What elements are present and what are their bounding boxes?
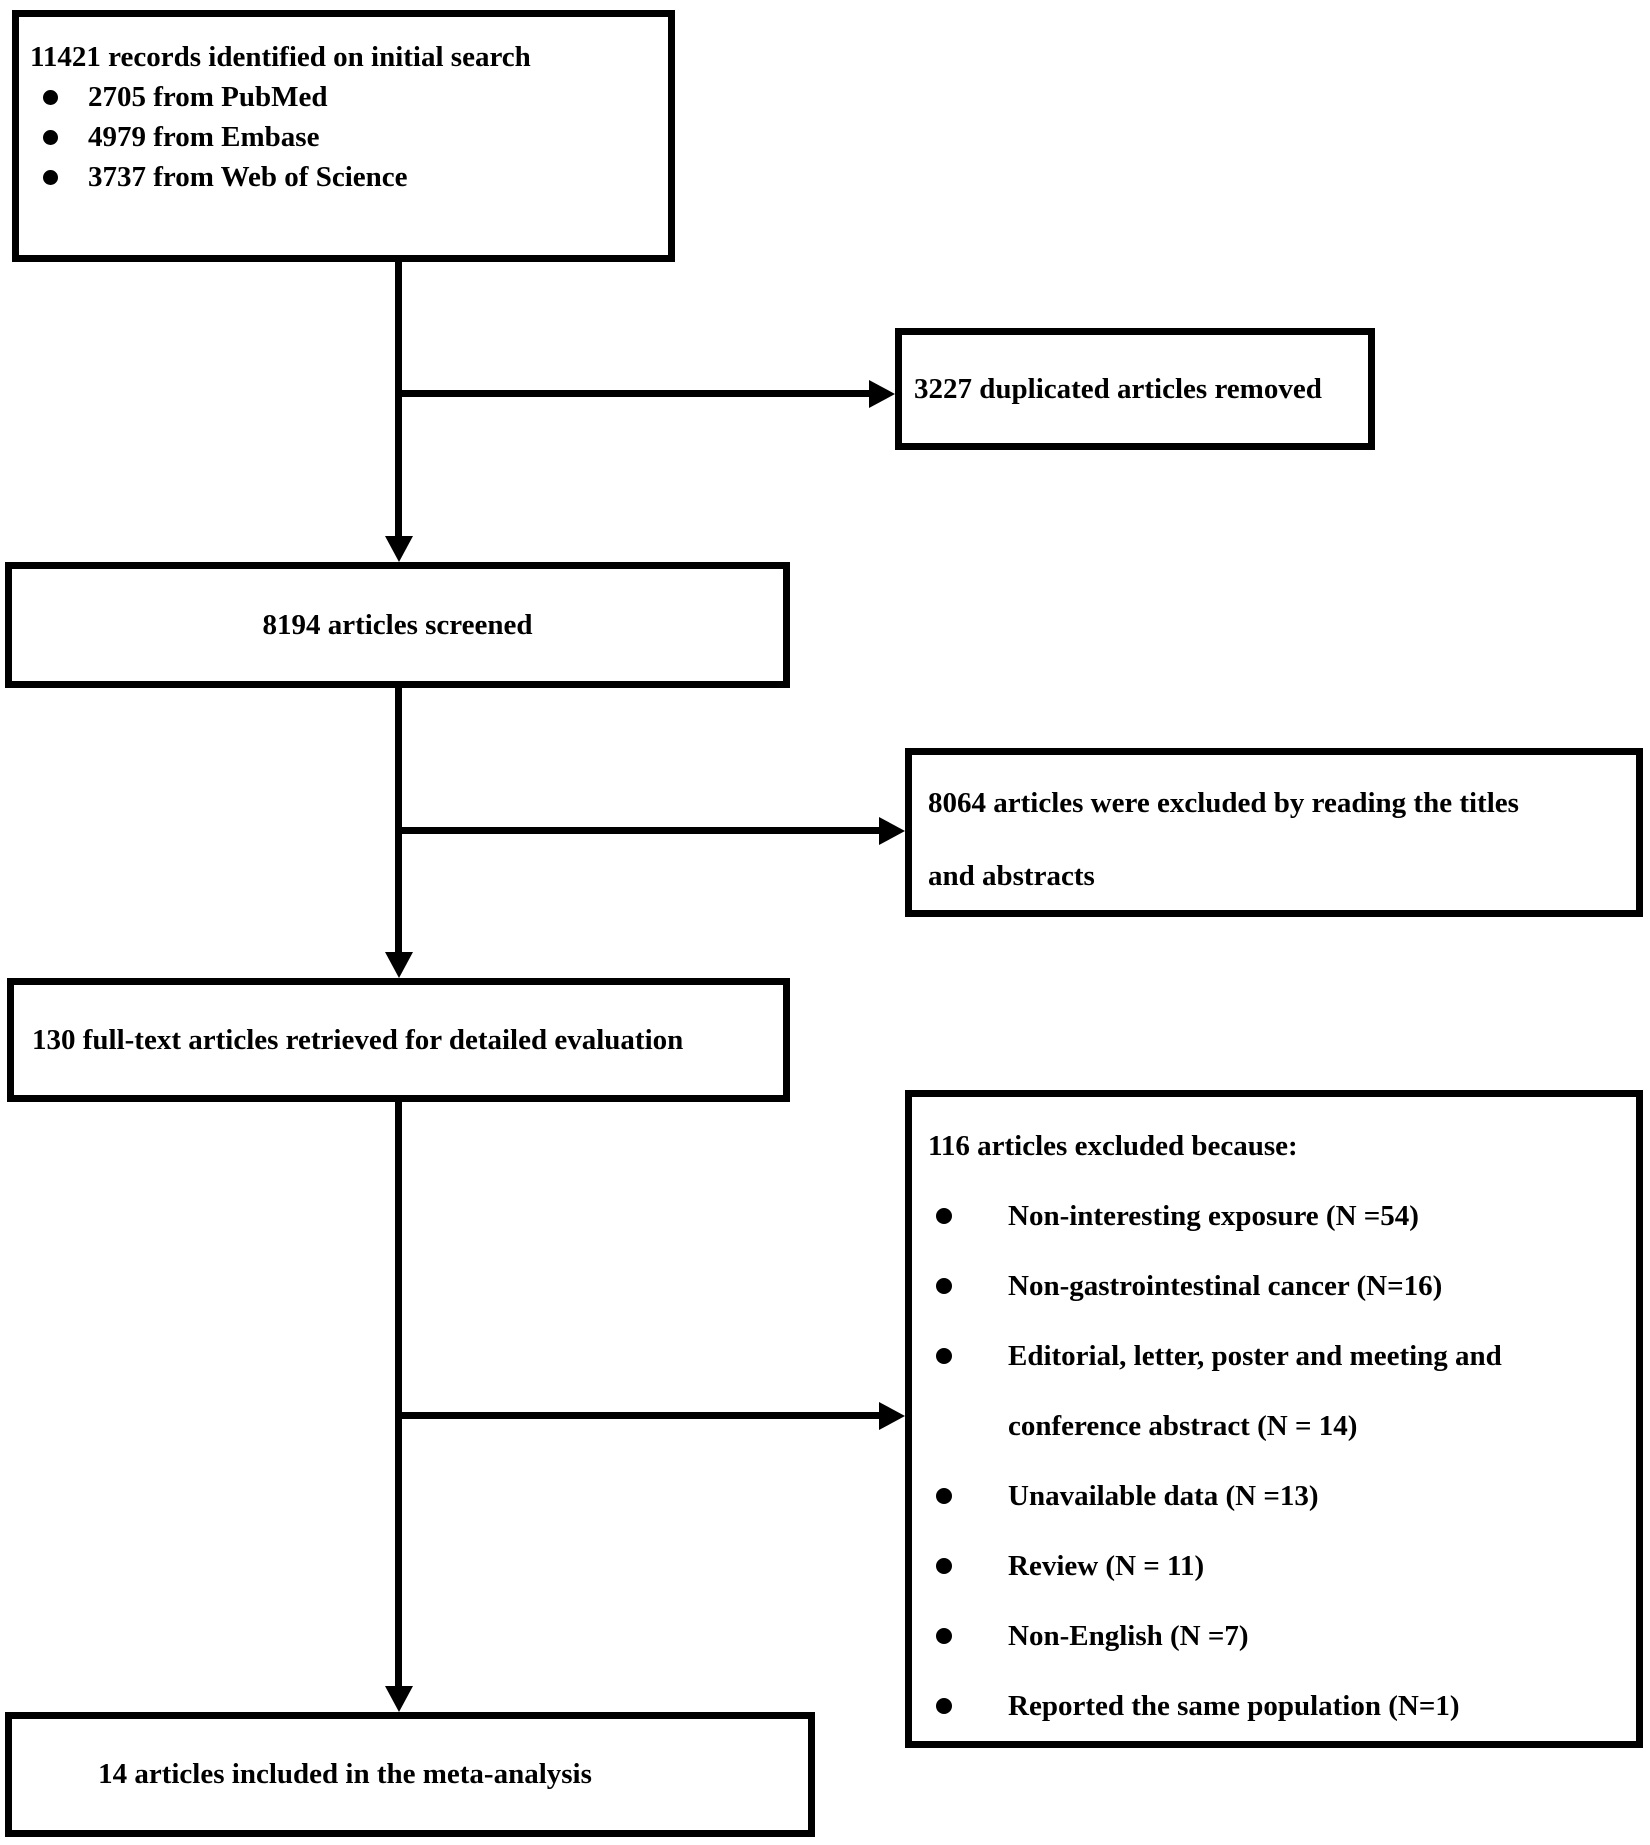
box-excluded-reasons: 116 articles excluded because: Non-inter…	[905, 1090, 1643, 1748]
exclusion-item-unavailable-data: Unavailable data (N =13)	[912, 1461, 1636, 1531]
bullet-icon	[936, 1628, 952, 1644]
exclusion-label: Non-gastrointestinal cancer (N=16)	[1008, 1270, 1443, 1302]
source-web-of-science-label: 3737 from Web of Science	[88, 161, 408, 193]
exclusion-item-same-population: Reported the same population (N=1)	[912, 1671, 1636, 1741]
exclusion-label-line-1: Editorial, letter, poster and meeting an…	[1008, 1340, 1502, 1372]
bullet-icon	[936, 1208, 952, 1224]
exclusion-label: Non-English (N =7)	[1008, 1620, 1249, 1652]
bullet-icon	[936, 1558, 952, 1574]
source-item-embase: 4979 from Embase	[19, 117, 668, 157]
excluded-titles-line-1: 8064 articles were excluded by reading t…	[928, 787, 1519, 819]
arrowhead-right-icon	[879, 817, 905, 845]
records-identified-title: 11421 records identified on initial sear…	[30, 41, 531, 73]
exclusion-label-line-2: conference abstract (N = 14)	[1008, 1410, 1358, 1442]
exclusion-item-non-english: Non-English (N =7)	[912, 1601, 1636, 1671]
box-fulltext-retrieved: 130 full-text articles retrieved for det…	[7, 978, 790, 1102]
duplicates-removed-label: 3227 duplicated articles removed	[914, 372, 1322, 405]
exclusion-label: Review (N = 11)	[1008, 1550, 1205, 1582]
exclusion-label: Unavailable data (N =13)	[1008, 1480, 1319, 1512]
arrowhead-down-icon	[385, 952, 413, 978]
source-item-web-of-science: 3737 from Web of Science	[19, 157, 668, 197]
exclusion-item-review: Review (N = 11)	[912, 1531, 1636, 1601]
box-included-meta-analysis: 14 articles included in the meta-analysi…	[5, 1712, 815, 1837]
exclusion-label: Reported the same population (N=1)	[1008, 1690, 1460, 1722]
excluded-reasons-title: 116 articles excluded because:	[928, 1130, 1298, 1162]
exclusion-label: Non-interesting exposure (N =54)	[1008, 1200, 1419, 1232]
included-meta-analysis-label: 14 articles included in the meta-analysi…	[98, 1758, 592, 1790]
bullet-icon	[43, 130, 58, 145]
arrowhead-right-icon	[879, 1402, 905, 1430]
exclusion-item-editorial-letter-poster: Editorial, letter, poster and meeting an…	[912, 1321, 1636, 1461]
fulltext-retrieved-label: 130 full-text articles retrieved for det…	[32, 1023, 684, 1056]
exclusion-label: Editorial, letter, poster and meeting an…	[1008, 1321, 1598, 1461]
box-articles-screened: 8194 articles screened	[5, 562, 790, 688]
bullet-icon	[936, 1278, 952, 1294]
box-excluded-titles-abstracts: 8064 articles were excluded by reading t…	[905, 748, 1643, 917]
source-embase-label: 4979 from Embase	[88, 121, 320, 153]
connector-to-excluded-titles	[398, 827, 881, 834]
bullet-icon	[43, 170, 58, 185]
arrowhead-down-icon	[385, 1686, 413, 1712]
bullet-icon	[43, 90, 58, 105]
connector-to-duplicates-removed	[398, 390, 871, 397]
excluded-titles-line-2: and abstracts	[928, 860, 1095, 892]
connector-identified-to-screened	[395, 262, 402, 538]
arrowhead-down-icon	[385, 536, 413, 562]
exclusion-item-non-gastrointestinal-cancer: Non-gastrointestinal cancer (N=16)	[912, 1251, 1636, 1321]
source-item-pubmed: 2705 from PubMed	[19, 77, 668, 117]
connector-fulltext-to-included	[395, 1102, 402, 1688]
arrowhead-right-icon	[869, 380, 895, 408]
connector-screened-to-fulltext	[395, 688, 402, 954]
exclusion-item-non-interesting-exposure: Non-interesting exposure (N =54)	[912, 1181, 1636, 1251]
bullet-icon	[936, 1348, 952, 1364]
box-duplicates-removed: 3227 duplicated articles removed	[895, 328, 1375, 450]
bullet-icon	[936, 1698, 952, 1714]
articles-screened-label: 8194 articles screened	[262, 608, 533, 641]
box-records-identified: 11421 records identified on initial sear…	[12, 10, 675, 262]
bullet-icon	[936, 1488, 952, 1504]
source-pubmed-label: 2705 from PubMed	[88, 81, 328, 113]
connector-to-excluded-reasons	[398, 1412, 881, 1419]
